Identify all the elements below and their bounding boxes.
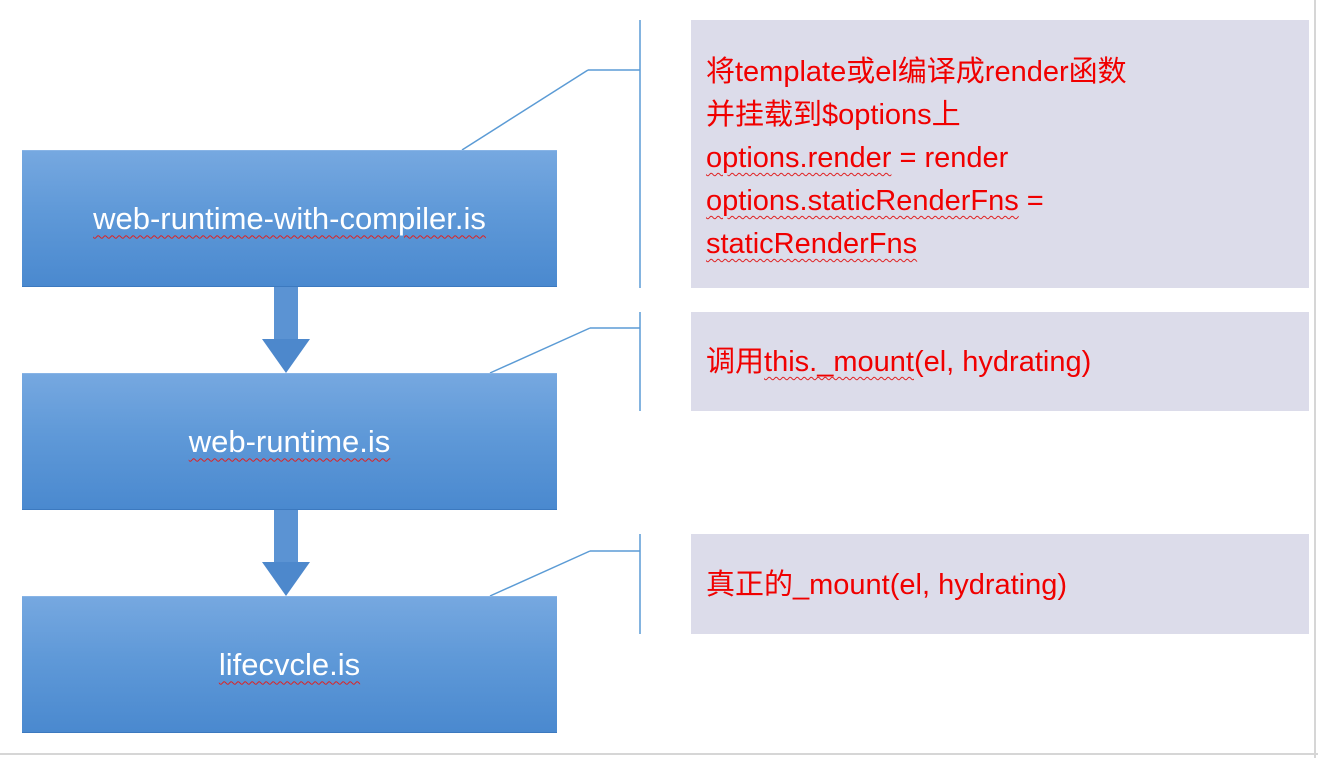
flow-box-web-runtime: web-runtime.is [22, 373, 557, 510]
code-token: (el, hydrating) [913, 346, 1092, 378]
down-arrow-2 [262, 510, 310, 596]
flow-box-label: web-runtime-with-compiler.is [93, 200, 486, 236]
note-line: 并挂载到$options上 [706, 99, 961, 131]
callout-connector-1 [461, 20, 641, 288]
note-line: staticRenderFns [706, 223, 1294, 266]
note-real-mount: 真正的_mount(el, hydrating) [691, 534, 1309, 634]
flow-box-web-runtime-with-compiler: web-runtime-with-compiler.is [22, 150, 557, 287]
flow-box-label: lifecvcle.is [218, 646, 361, 682]
code-token: options.staticRenderFns [706, 185, 1019, 217]
callout-connector-2 [489, 312, 641, 411]
code-token: this._mount [764, 346, 914, 378]
note-line: 将template或el编译成render函数 [706, 56, 1127, 88]
code-token: options.render [706, 142, 892, 174]
note-compile-render: 将template或el编译成render函数 并挂载到$options上 op… [691, 20, 1309, 288]
code-token: staticRenderFns [706, 228, 918, 260]
flow-box-label: web-runtime.is [188, 423, 391, 459]
frame-right-edge [1314, 0, 1316, 758]
flow-box-lifecycle: lifecvcle.is [22, 596, 557, 733]
note-line: options.render = render [706, 137, 1294, 180]
note-line: options.staticRenderFns = [706, 180, 1294, 223]
note-line: 真正的_mount(el, hydrating) [706, 569, 1068, 601]
note-call-mount: 调用this._mount(el, hydrating) [691, 312, 1309, 411]
down-arrow-1 [262, 287, 310, 373]
code-token: = [1018, 185, 1044, 217]
note-prefix: 调用 [706, 346, 765, 378]
code-token: = render [891, 142, 1009, 174]
callout-connector-3 [489, 534, 641, 634]
note-line: 调用this._mount(el, hydrating) [706, 341, 1294, 384]
frame-bottom-edge [0, 753, 1318, 755]
